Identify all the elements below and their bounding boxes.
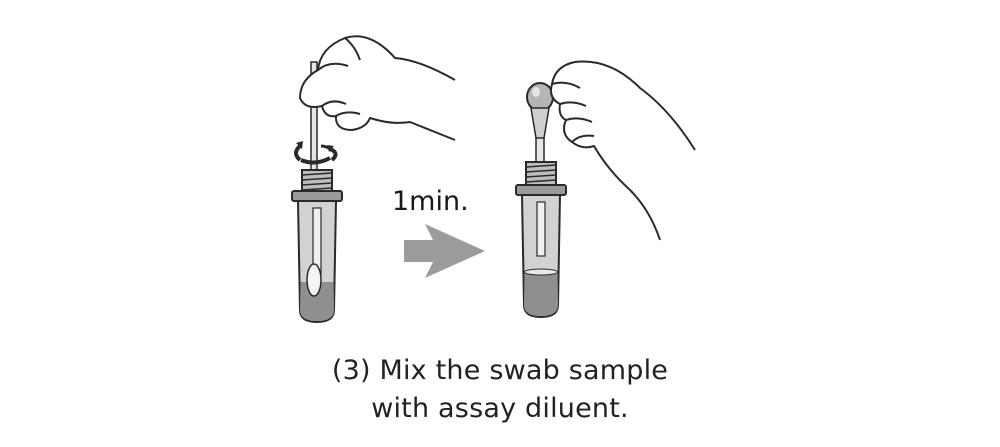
- right-tube: [516, 62, 695, 317]
- left-tube-threads: [302, 170, 332, 192]
- caption-line-2: with assay diluent.: [0, 393, 1000, 424]
- left-tube-with-swab: [292, 36, 455, 322]
- right-tube-liquid: [524, 272, 558, 316]
- process-arrow: [404, 224, 485, 278]
- caption-line-1: (3) Mix the swab sample: [0, 355, 1000, 386]
- swab-head: [307, 264, 321, 296]
- left-tube-collar: [292, 191, 342, 201]
- left-hand: [300, 36, 455, 140]
- right-tube-threads: [526, 162, 556, 186]
- right-hand: [551, 62, 695, 240]
- time-label: 1min.: [392, 186, 469, 217]
- swab-knob: [527, 83, 553, 111]
